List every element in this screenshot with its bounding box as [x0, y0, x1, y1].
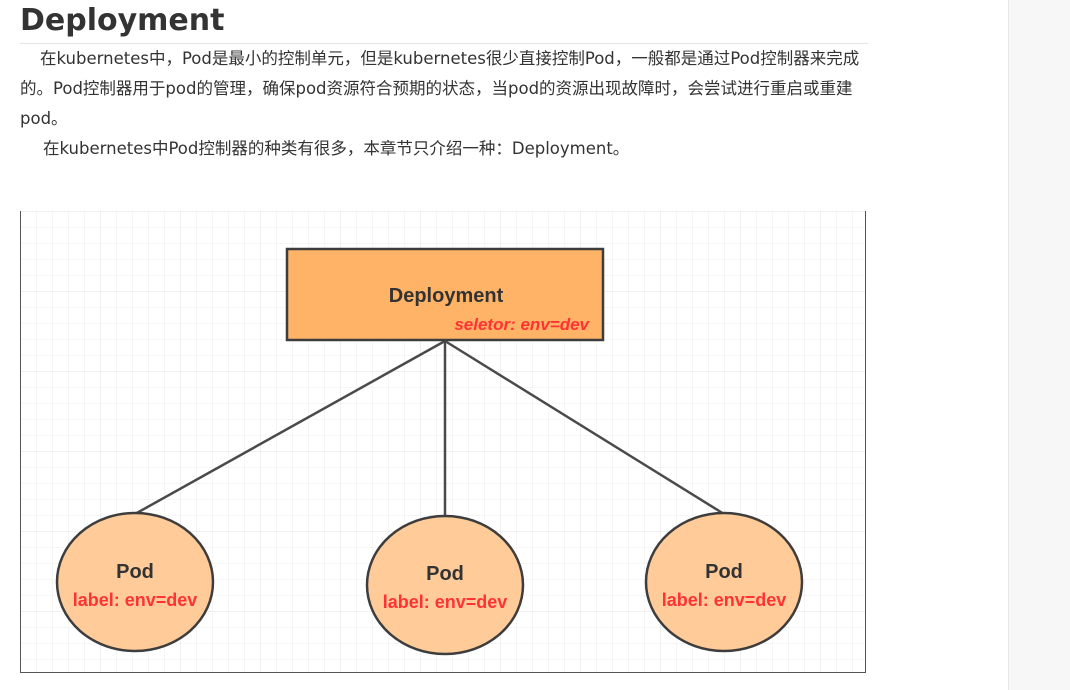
pod-name: Pod: [116, 561, 154, 583]
deployment-selector: seletor: env=dev: [454, 315, 590, 334]
pod-ellipse: [644, 511, 804, 653]
pod-label: label: env=dev: [73, 590, 198, 610]
pod-node-3: Pod label: env=dev: [644, 511, 804, 653]
connector-pod-3: [444, 339, 725, 516]
pod-name: Pod: [705, 561, 743, 583]
connector-pod-1: [134, 339, 446, 516]
controller-paragraph: 在kubernetes中Pod控制器的种类有很多，本章节只介绍一种：Deploy…: [43, 139, 630, 158]
deployment-node: Deployment seletor: env=dev: [285, 247, 605, 342]
pod-label: label: env=dev: [662, 590, 787, 610]
diagram-canvas: Deployment seletor: env=dev Pod label: e…: [20, 211, 866, 673]
article-content: Deployment 在kubernetes中，Pod是最小的控制单元，但是ku…: [20, 0, 868, 164]
right-sidebar: [1008, 0, 1070, 690]
pod-ellipse: [55, 511, 215, 653]
pod-ellipse: [365, 514, 525, 656]
deployment-diagram: Deployment seletor: env=dev Pod label: e…: [20, 211, 866, 673]
pod-node-1: Pod label: env=dev: [55, 511, 215, 653]
page-title: Deployment: [20, 0, 868, 44]
deployment-box: [285, 247, 605, 342]
pod-label: label: env=dev: [383, 592, 508, 612]
pod-node-2: Pod label: env=dev: [365, 514, 525, 656]
pod-name: Pod: [426, 563, 464, 585]
intro-paragraph: 在kubernetes中，Pod是最小的控制单元，但是kubernetes很少直…: [20, 49, 860, 128]
deployment-name: Deployment: [389, 285, 504, 307]
